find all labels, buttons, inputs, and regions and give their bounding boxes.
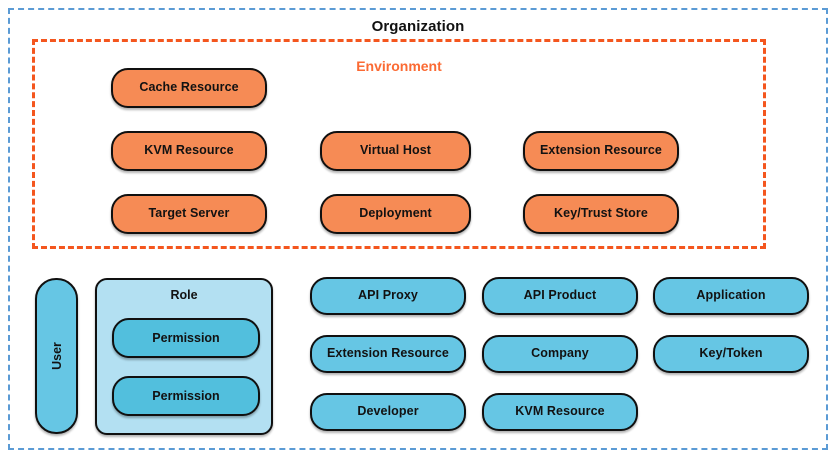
node-virtual-host[interactable]: Virtual Host xyxy=(320,131,471,171)
node-key-token[interactable]: Key/Token xyxy=(653,335,809,373)
node-key-trust-store[interactable]: Key/Trust Store xyxy=(523,194,679,234)
node-extension-resource-org[interactable]: Extension Resource xyxy=(310,335,466,373)
node-target-server[interactable]: Target Server xyxy=(111,194,267,234)
node-application[interactable]: Application xyxy=(653,277,809,315)
node-developer[interactable]: Developer xyxy=(310,393,466,431)
node-permission-2[interactable]: Permission xyxy=(112,376,260,416)
node-kvm-resource-env[interactable]: KVM Resource xyxy=(111,131,267,171)
environment-container: Environment xyxy=(32,39,766,249)
organization-title: Organization xyxy=(371,18,465,35)
node-role[interactable]: Role Permission Permission xyxy=(95,278,273,435)
node-user[interactable]: User xyxy=(35,278,78,434)
node-company[interactable]: Company xyxy=(482,335,638,373)
node-extension-resource-env[interactable]: Extension Resource xyxy=(523,131,679,171)
node-permission-1[interactable]: Permission xyxy=(112,318,260,358)
node-deployment[interactable]: Deployment xyxy=(320,194,471,234)
node-user-label: User xyxy=(49,342,64,370)
node-api-proxy[interactable]: API Proxy xyxy=(310,277,466,315)
node-cache-resource[interactable]: Cache Resource xyxy=(111,68,267,108)
node-kvm-resource-org[interactable]: KVM Resource xyxy=(482,393,638,431)
environment-title: Environment xyxy=(356,58,442,74)
node-api-product[interactable]: API Product xyxy=(482,277,638,315)
node-role-label: Role xyxy=(170,288,198,302)
